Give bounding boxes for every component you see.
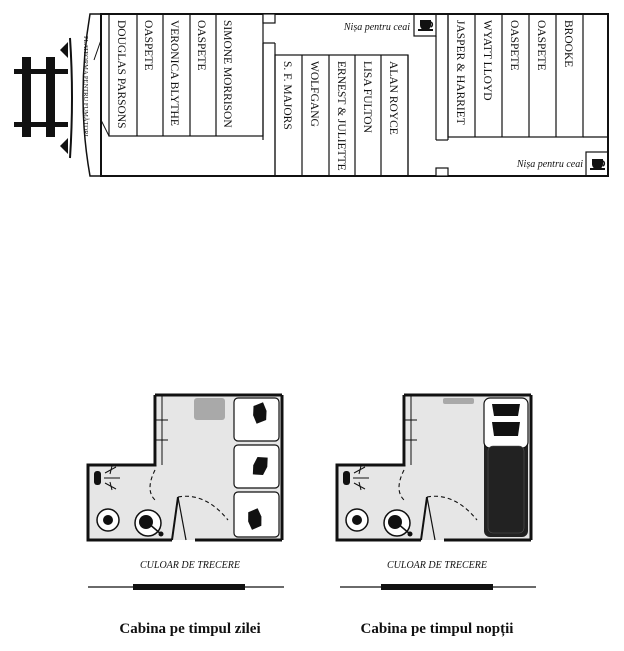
teacup-icon [589, 158, 606, 171]
lamp-icon [94, 471, 101, 485]
platform-outline [82, 13, 101, 177]
passenger-name: DOUGLAS PARSONS [115, 20, 127, 129]
light-rays-icon [353, 465, 369, 491]
corridor-door-bar [133, 584, 245, 590]
corridor-label: CULOAR DE TRECERE [387, 560, 487, 571]
cabin-night: CULOAR DE TRECERE Cabina pe timpul nopți… [335, 393, 536, 637]
night-cabin-caption: Cabina pe timpul nopții [361, 621, 514, 637]
tea-nook-bottom: Nișa pentru ceai [516, 151, 609, 177]
compartments-group-2 [274, 54, 409, 177]
tea-nook-top-label: Nișa pentru ceai [343, 22, 410, 33]
passenger-name: JASPER & HARRIET [454, 20, 466, 125]
washbasin [194, 398, 225, 420]
teacup-icon [417, 19, 434, 32]
passenger-name: S. F. MAJORS [281, 61, 293, 130]
pillow-icon [492, 404, 520, 416]
passenger-name: BROOKE [562, 20, 574, 67]
bulkhead-1 [262, 13, 276, 24]
train-car: Nișa pentru ceai Nișa pentru ceai PLATFO… [14, 13, 609, 177]
pillow-icon [248, 508, 262, 530]
passenger-name: OASPETE [195, 20, 207, 70]
day-cabin-caption: Cabina pe timpul zilei [119, 621, 260, 637]
passenger-name: OASPETE [535, 20, 547, 70]
pillow-icon [253, 402, 267, 424]
passenger-name: LISA FULTON [361, 61, 373, 134]
passenger-name: WOLFGANG [308, 61, 320, 127]
tea-nook-top: Nișa pentru ceai [343, 13, 437, 37]
lamp-icon [343, 471, 350, 485]
passenger-name: OASPETE [142, 20, 154, 70]
cabin-day: CULOAR DE TRECERE Cabina pe timpul zilei [86, 393, 284, 637]
light-rays-icon [104, 465, 120, 491]
tea-nook-bottom-label: Nișa pentru ceai [516, 159, 583, 170]
passenger-name: ALAN ROYCE [387, 61, 399, 135]
smoking-platform-label: PLATFORMA PENTRU FUMĂTORI [82, 36, 90, 137]
compartments-group-1 [93, 13, 264, 137]
passenger-name: SIMONE MORRISON [221, 20, 233, 128]
coupler-bottom [60, 138, 68, 154]
passenger-name: VERONICA BLYTHE [168, 20, 180, 126]
pillow-icon [492, 422, 520, 436]
passenger-name: ERNEST & JULIETTE [335, 61, 347, 171]
corridor-label: CULOAR DE TRECERE [140, 560, 240, 571]
washbasin [443, 398, 474, 404]
railway-tracks [14, 57, 68, 137]
pillow-icon [252, 457, 268, 476]
passenger-name: OASPETE [508, 20, 520, 70]
platform-rail [69, 37, 73, 159]
coupler-top [60, 42, 68, 58]
passenger-name: WYATT LLOYD [481, 20, 493, 101]
corridor-door-bar [381, 584, 493, 590]
bulkhead-2 [435, 167, 449, 177]
compartments-group-3 [447, 13, 608, 138]
